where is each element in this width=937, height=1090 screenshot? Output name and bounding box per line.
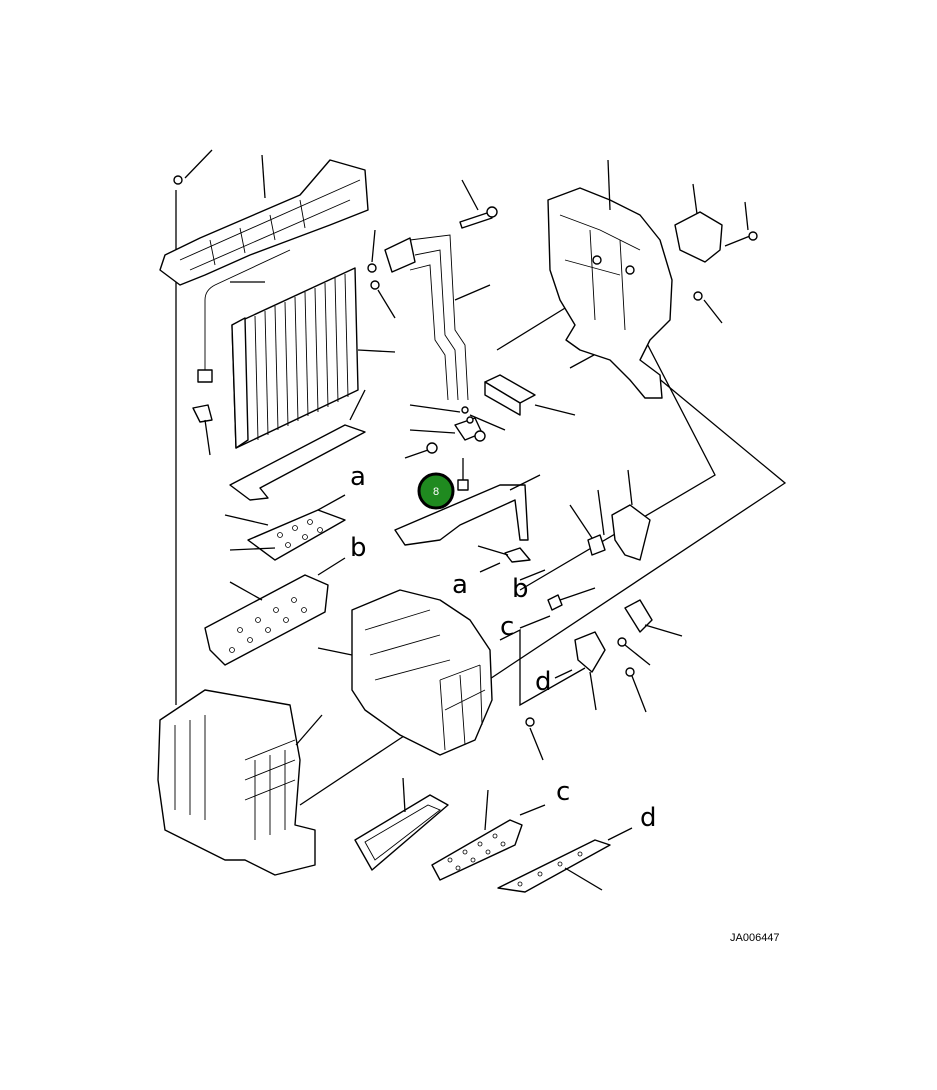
plate-c: c <box>431 777 570 881</box>
plate-a: a <box>224 462 366 561</box>
main-housing <box>317 589 544 761</box>
ref-letter-c-2: c <box>556 777 570 807</box>
callout-circle <box>417 472 455 510</box>
lower-left-housing <box>157 689 323 876</box>
callout-number: 8 <box>433 486 439 498</box>
ref-letter-b-2: b <box>512 574 529 604</box>
ref-letter-b-1: b <box>350 533 367 563</box>
ref-letter-d-2: d <box>640 803 657 833</box>
center-duct <box>394 474 541 546</box>
ref-letter-a-1: a <box>350 462 366 492</box>
sensor-wire <box>192 249 291 456</box>
right-small-parts: a b c d <box>452 469 683 713</box>
ref-letter-d-1: d <box>535 667 552 697</box>
bolt-top <box>459 179 498 229</box>
evaporator-core <box>231 267 396 449</box>
ref-letter-a-2: a <box>452 570 468 600</box>
actuator-motor <box>674 183 758 324</box>
upper-housing <box>159 149 369 286</box>
ref-letter-c-1: c <box>500 612 514 642</box>
callout-group: 8 <box>417 458 469 510</box>
drawing-code: JA006447 <box>730 932 780 944</box>
plate-d: d <box>497 803 657 893</box>
plate-b: b <box>204 533 367 666</box>
expansion-valve <box>404 404 506 459</box>
right-upper-housing <box>547 159 673 399</box>
refrigerant-pipes <box>367 229 491 401</box>
seal-ring <box>354 777 449 871</box>
evaporator-seal <box>229 389 366 501</box>
foam-block <box>484 374 576 416</box>
